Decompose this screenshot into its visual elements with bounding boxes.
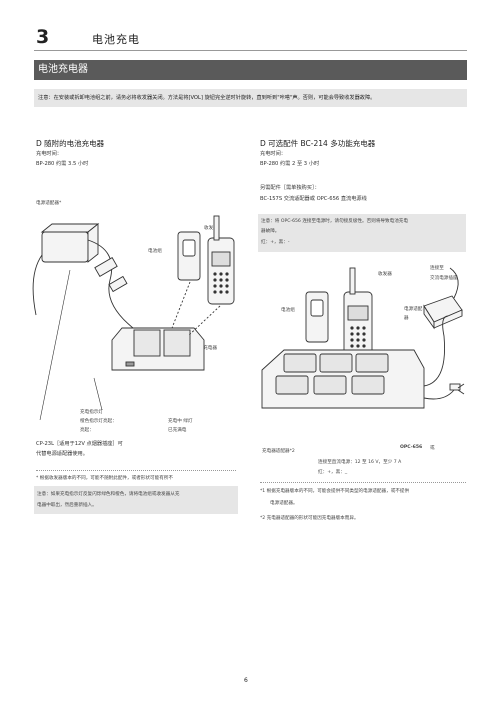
- right-adapter-label2: 器: [404, 316, 409, 321]
- opc656-label: OPC-656: [400, 445, 423, 450]
- left-charge-time-value: BP-280 约需 3.5 小时: [36, 161, 89, 167]
- left-charge-time-label: 充电时间：: [36, 151, 62, 157]
- right-note-line2: 器故障。: [261, 229, 280, 234]
- right-divider: [260, 482, 466, 483]
- chapter-title: 电池充电: [92, 33, 140, 46]
- indicator-line2b: 已充满电: [168, 428, 187, 433]
- right-heading: D 可选配件 BC-214 多功能充电器: [260, 139, 376, 148]
- cp23l-line2: 代替电源适配器使用。: [36, 451, 88, 457]
- ac-outlet-label: 连接至: [430, 266, 444, 271]
- charger-adapter-label: 充电器适配器*2: [262, 449, 295, 454]
- right-charge-time-label: 充电时间：: [260, 151, 286, 157]
- transceiver-shape: [207, 237, 235, 305]
- right-note-line1: 注意：将 OPC-656 连接至电源时，请勿接反极性。否则将导致电池充电: [261, 219, 408, 224]
- optional-accessory-label: 另需配件［需单独购买］：: [260, 185, 320, 191]
- page-number: 6: [244, 677, 248, 684]
- left-heading: D 随附的电池充电器: [36, 139, 105, 148]
- cp23l-line1: CP-23L［适用于12V 点烟器插座］可: [36, 441, 123, 447]
- left-charger-illustration: [32, 215, 235, 420]
- opc656-suffix: 或: [430, 446, 435, 451]
- dc-line1: 连接至直流电源：12 至 16 V，至少 7 A: [318, 460, 402, 465]
- right-charge-time-value: BP-280 约需 2 至 3 小时: [260, 161, 320, 167]
- top-caution-note: 注意：在安装或拆卸电池组之前，请务必将收发器关闭。方法是将[VOL] 旋钮完全逆…: [34, 89, 467, 107]
- left-bottom-note-line1: 注意：如果充电指示灯反复闪烁绿色和橙色，请将电池组或收发器从充: [37, 492, 180, 497]
- right-transceiver-label: 收发器: [378, 272, 392, 277]
- dc-line2: 红：+，黑：_: [318, 470, 348, 475]
- right-charger-illustration: [261, 267, 465, 409]
- left-battery-label: 电池组: [148, 249, 162, 254]
- indicator-line2: 亮起：: [80, 428, 94, 433]
- adapter-cable: [87, 239, 151, 341]
- optional-accessory-value: BC-157S 交流适配器或 OPC-656 直流电源线: [260, 196, 367, 202]
- header-rule: [34, 50, 467, 51]
- indicator-line1b: 充电中 绿灯: [168, 419, 193, 424]
- section-banner: 电池充电器: [34, 60, 467, 80]
- left-bottom-note-box: 注意：如果充电指示灯反复闪烁绿色和橙色，请将电池组或收发器从充 电器中取出，然后…: [34, 486, 238, 514]
- left-bottom-note-line2: 电器中取出，然后重新插入。: [37, 503, 97, 508]
- left-footnote: * 根据收发器版本的不同，可能不随附此配件，或者形状可能有所不: [36, 476, 173, 481]
- chapter-number: 3: [36, 26, 50, 48]
- left-adapter-label: 电源适配器*: [36, 201, 62, 206]
- left-charger-label: 电池充电器: [194, 346, 217, 351]
- right-footnote2: *2 充电器适配器的形状可能因充电器版本而异。: [260, 516, 359, 521]
- right-footnote1b: 电源适配器。: [270, 501, 298, 506]
- right-adapter-label: 电源适配: [404, 307, 423, 312]
- indicator-title: 充电指示灯: [80, 410, 103, 415]
- indicator-line1: 橙色指示灯亮起：: [80, 419, 117, 424]
- right-footnote1: *1 根据充电器版本的不同，可能会提供不同类型的电源适配器，或不提供: [260, 489, 410, 494]
- right-note-line3: 红：+，黑：-: [261, 240, 290, 245]
- power-adapter-shape: [41, 231, 89, 263]
- left-divider: [36, 470, 236, 471]
- right-note-box: 注意：将 OPC-656 连接至电源时，请勿接反极性。否则将导致电池充电 器故障…: [258, 214, 466, 252]
- left-transceiver-label: 收发器: [204, 226, 218, 231]
- right-dc-cable: [423, 315, 449, 387]
- ac-outlet-label2: 交流电源插座: [430, 276, 458, 281]
- right-battery-label: 电池组: [281, 308, 295, 313]
- right-battery-shape: [305, 291, 329, 343]
